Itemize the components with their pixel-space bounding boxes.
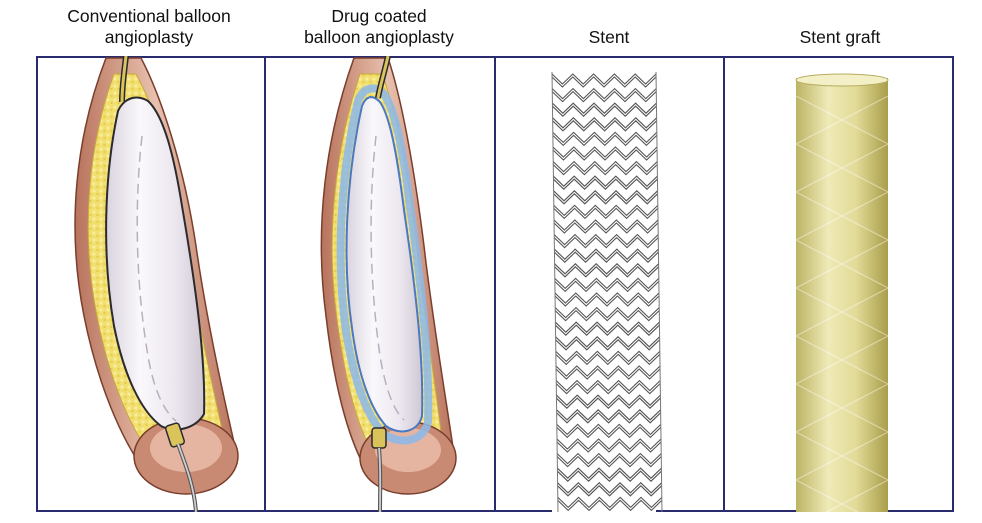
stent-strut-row [555,350,661,363]
stent-strut-row [552,105,657,117]
stent-strut-row [556,438,662,450]
panel-title-line-1: Drug coated [331,6,427,26]
stent-strut-row [554,280,660,293]
graft-mesh-line [795,143,889,193]
panel-title-line-1: Conventional balloon [67,6,231,26]
stent-strut-row [555,336,660,348]
stent-strut-row [552,146,658,158]
panel-title-line-2: angioplasty [104,27,194,47]
stent-strut-row [553,178,658,190]
stent-strut-row [552,131,658,144]
graft-mesh-line [795,479,889,512]
stent-strut-row [553,193,658,205]
stent-strut-row [555,382,661,395]
panel-title-stent: Stent [496,27,722,48]
graft-mesh-line [795,191,889,241]
stent-strut-row [556,426,662,439]
stent-strut-row [553,204,659,217]
graft-mesh-line [795,239,889,289]
drug-coated-balloon-illustration [320,56,457,512]
stent-strut-row [552,149,658,161]
stent-strut-row [557,496,663,509]
stent-strut-row [553,219,659,231]
stent-strut-row [557,482,662,494]
stent-strut-row [555,324,660,336]
balloon-catheter-illustration [74,56,239,512]
panel-title-conventional-balloon: Conventional balloon angioplasty [36,6,262,48]
stent-strut-row [556,441,662,453]
stent-strut-row [554,309,660,322]
graft-mesh-line [795,287,889,337]
stent-strut-row [557,485,662,497]
stent-strut-row [552,160,658,173]
stent-strut-row [555,379,661,392]
stent-graft-illustration [795,73,889,512]
stent-strut-row [554,277,660,290]
panel-title-drug-coated-balloon: Drug coated balloon angioplasty [266,6,492,48]
stent-strut-row [554,266,659,278]
stent-strut-row [553,222,659,234]
graft-mesh-line [795,431,889,481]
stent-strut-row [554,251,659,263]
stent-strut-row [556,394,661,406]
stent-strut-row [552,163,658,176]
stent-strut-row [554,248,659,260]
stent-strut-row [554,263,659,275]
stent-strut-row [551,76,657,88]
stent-strut-row [553,233,659,246]
stent-strut-row [556,412,661,424]
stent-strut-row [551,73,657,85]
stent-strut-row [553,175,658,187]
stent-strut-row [552,102,657,114]
stent-strut-row [552,117,657,129]
stent-strut-row [556,397,661,409]
stent-strut-row [554,306,660,319]
stent-strut-row [554,292,660,304]
graft-mesh-line [795,335,889,385]
comparison-figure [36,56,954,512]
stent-strut-row [552,120,657,132]
panel-title-line-1: Stent graft [799,27,881,47]
stent-strut-row [555,339,660,351]
panel-title-line-2: balloon angioplasty [304,27,454,47]
stent-strut-row [552,134,658,147]
stent-strut-row [556,423,662,436]
graft-mesh-line [795,383,889,433]
stent-strut-row [557,470,662,482]
stent-strut-row [553,190,658,202]
stent-strut-row [556,409,661,421]
stent-strut-row [557,499,663,512]
stent-strut-row [554,295,660,307]
panel-title-stent-graft: Stent graft [726,27,954,48]
stent-strut-row [555,365,661,377]
panel-title-line-1: Stent [588,27,630,47]
stent-strut-row [553,207,659,220]
graft-mesh-line [795,95,889,145]
stent-strut-row [555,368,661,380]
stent-mesh-illustration [551,71,663,512]
stent-strut-row [556,452,662,465]
stent-strut-row [557,467,662,479]
stent-strut-row [555,321,660,333]
stent-strut-row [551,90,657,103]
stent-strut-row [551,87,657,100]
stent-strut-row [556,455,662,468]
stent-strut-row [553,236,659,249]
stent-strut-row [555,353,661,366]
